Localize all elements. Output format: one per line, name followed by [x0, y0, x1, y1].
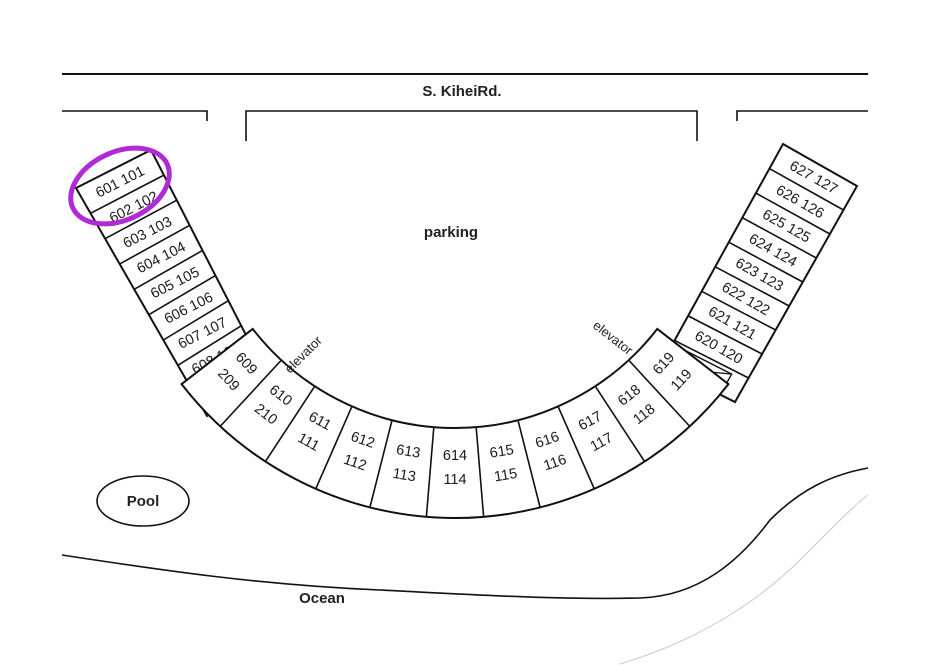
road-label: S. KiheiRd. — [422, 83, 501, 100]
unit-112: 112 — [341, 452, 368, 475]
unit-divider — [219, 359, 282, 427]
unit-divider — [315, 406, 353, 490]
bottom-wing-outline — [180, 327, 730, 519]
unit-divider — [594, 385, 646, 462]
unit-613: 613 — [395, 442, 422, 462]
unit-divider — [714, 266, 790, 307]
unit-115: 115 — [493, 466, 518, 486]
unit-divider — [517, 419, 541, 508]
unit-615: 615 — [489, 442, 516, 462]
unit-divider — [628, 359, 691, 427]
unit-612: 612 — [349, 429, 377, 452]
unit-divider — [755, 192, 831, 235]
ocean-label: Ocean — [299, 590, 345, 607]
shoreline — [61, 467, 869, 600]
unit-divider — [769, 167, 844, 211]
unit-divider — [90, 174, 165, 215]
unit-114: 114 — [443, 472, 466, 488]
highlight-circle — [68, 145, 172, 227]
unit-divider — [687, 315, 763, 355]
parking-label: parking — [424, 224, 478, 241]
unit-divider — [119, 224, 191, 265]
unit-616: 616 — [533, 429, 561, 452]
unit-divider — [674, 339, 749, 379]
shoreline-far — [619, 494, 869, 665]
unit-116: 116 — [542, 452, 569, 475]
unit-divider — [557, 406, 595, 490]
unit-divider — [425, 427, 435, 517]
parking-boundary-left — [62, 110, 208, 121]
parking-boundary-right — [736, 110, 868, 121]
unit-divider — [264, 385, 316, 462]
unit-divider — [133, 249, 203, 291]
unit-divider — [369, 419, 393, 508]
unit-divider — [741, 216, 817, 259]
pool-label: Pool — [127, 493, 160, 510]
unit-divider — [148, 274, 216, 316]
elevator-right-label: elevator — [590, 318, 636, 359]
unit-divider — [162, 299, 229, 341]
unit-divider — [177, 325, 242, 367]
unit-divider — [701, 290, 777, 331]
unit-divider — [104, 199, 178, 240]
unit-divider — [728, 241, 804, 283]
unit-113: 113 — [392, 466, 417, 486]
unit-divider — [475, 427, 485, 517]
unit-614: 614 — [443, 448, 467, 464]
parking-boundary-center — [245, 110, 698, 141]
elevator-left-label: elevator — [282, 332, 326, 376]
pool-shape — [96, 475, 190, 527]
